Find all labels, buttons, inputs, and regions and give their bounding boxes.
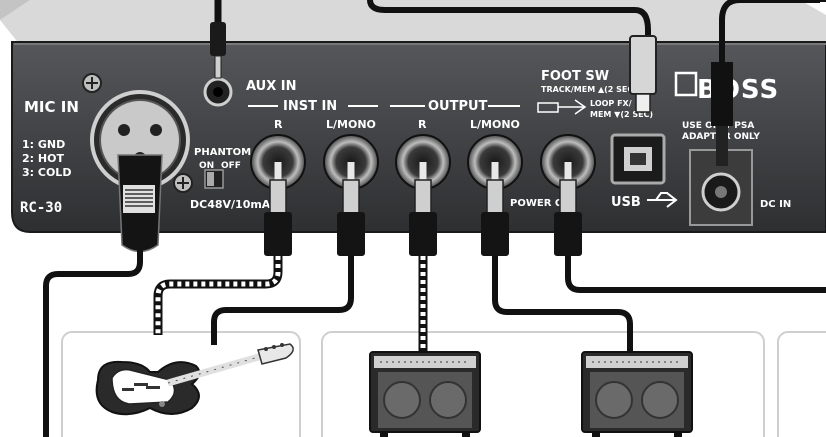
track-mem-label: TRACK/MEM ▲(2 SEC) <box>541 85 637 94</box>
jack-lmono-label: L/MONO <box>470 118 520 131</box>
aux-in-jack[interactable] <box>203 77 233 107</box>
inst-r-cable <box>153 256 283 335</box>
screw-icon <box>82 73 102 93</box>
usb-label: USB <box>611 195 641 210</box>
pin-label: 2: HOT <box>22 152 64 165</box>
usb-port[interactable] <box>610 133 666 185</box>
aux-cable-plug-icon <box>210 0 226 79</box>
phantom-on-label: ON <box>199 161 214 171</box>
power-on-label: POWER ON <box>510 198 572 209</box>
cable-plug-icon <box>337 162 365 256</box>
mem-down-label: MEM ▼(2 SEC) <box>590 110 653 119</box>
xlr-cable-plug-icon <box>117 154 163 253</box>
pin-label: 1: GND <box>22 138 65 151</box>
phantom-switch[interactable] <box>204 169 224 189</box>
aux-in-label: AUX IN <box>246 79 296 94</box>
mic-cable <box>43 250 143 437</box>
usb-icon <box>647 192 678 208</box>
amplifier-icon <box>581 351 693 437</box>
dc-spec-label: DC48V/10mA <box>190 198 271 211</box>
device-top-body <box>0 0 826 45</box>
mic-in-label: MIC IN <box>24 98 79 116</box>
guitar-icon <box>95 343 294 416</box>
jack-r-label: R <box>274 118 283 131</box>
model-label: RC-30 <box>20 200 62 216</box>
dc-in-label: DC IN <box>760 199 791 210</box>
foot-sw-plug-icon <box>537 99 587 115</box>
foot-sw-label: FOOT SW <box>541 69 609 84</box>
pin-label: 3: COLD <box>22 166 71 179</box>
phantom-off-label: OFF <box>221 161 241 171</box>
brand-logo: BOSS <box>697 75 779 105</box>
cable-plug-icon <box>554 162 582 256</box>
inst-in-label: INST IN <box>283 99 337 114</box>
phantom-label: PHANTOM <box>194 147 251 158</box>
boss-logo-box <box>674 71 698 97</box>
foot-switch-cable <box>367 0 657 113</box>
amplifier-icon <box>369 351 481 437</box>
screw-icon <box>173 173 193 193</box>
jack-lmono-label: L/MONO <box>326 118 376 131</box>
inst-lmono-cable <box>211 256 354 345</box>
foot-sw-cable-bottom <box>565 256 826 293</box>
cable-plug-icon <box>481 162 509 256</box>
cable-plug-icon <box>409 162 437 256</box>
output-lmono-cable <box>492 256 633 354</box>
loop-fx-label: LOOP FX/ <box>590 99 632 108</box>
cable-plug-icon <box>264 162 292 256</box>
dc-adapter-cable <box>711 0 820 166</box>
jack-r-label: R <box>418 118 427 131</box>
output-label: OUTPUT <box>428 99 488 114</box>
next-box <box>777 331 826 437</box>
